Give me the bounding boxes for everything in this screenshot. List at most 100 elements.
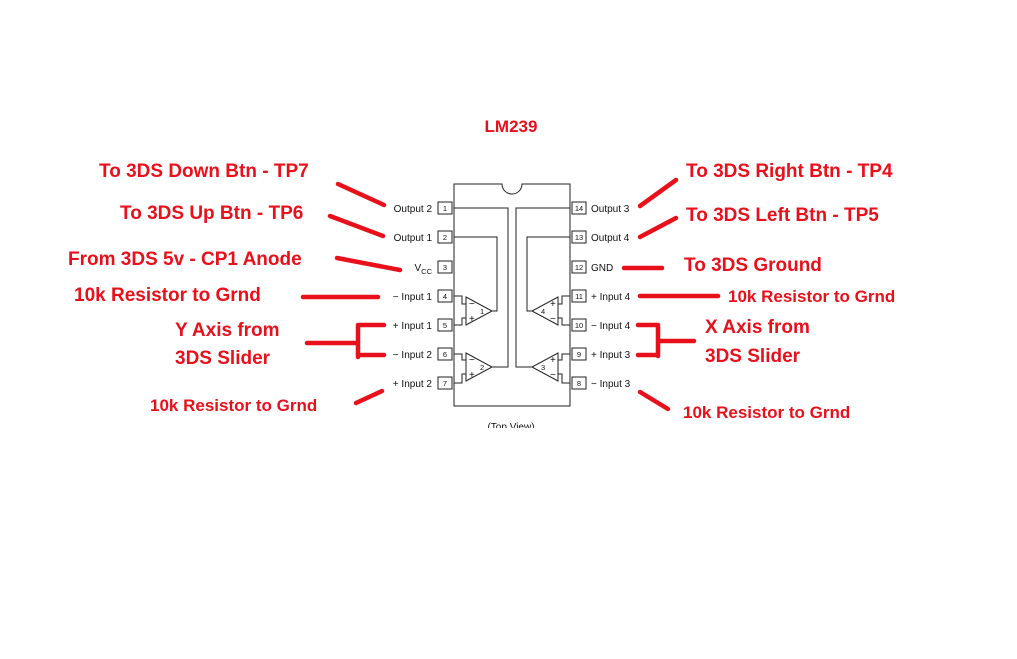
comparator-2-triangle	[465, 352, 494, 382]
annotation-ground: To 3DS Ground	[684, 255, 822, 276]
pin-6-box	[437, 347, 453, 361]
pin-1: 1 Output 2	[394, 201, 453, 215]
wire-in1-pos	[454, 317, 466, 326]
pin-10-number: 10	[575, 321, 583, 330]
wire-in4-pos	[558, 295, 570, 305]
left-pins: 1 Output 2 2 Output 1 3 VCC 4 − Input 1 …	[393, 201, 453, 390]
pin-7-label: + Input 2	[393, 379, 433, 390]
line-tp7	[335, 181, 387, 208]
comparator-4-triangle	[530, 296, 559, 326]
pin-5-box	[437, 318, 453, 332]
pin-5-label: + Input 1	[393, 321, 433, 332]
pin-6-number: 6	[443, 350, 447, 359]
pin-7-number: 7	[443, 379, 447, 388]
wire-in2-pos	[454, 373, 466, 384]
pin-13: 13 Output 4	[571, 230, 630, 244]
comparator-3-plus: +	[550, 355, 556, 366]
pin-3-label: VCC	[414, 263, 432, 276]
annotation-up-btn: To 3DS Up Btn - TP6	[120, 203, 303, 224]
pin-3: 3 VCC	[414, 260, 453, 276]
pin-5-number: 5	[443, 321, 447, 330]
chip-internal-wiring	[454, 207, 570, 384]
annotation-resistor-input4: 10k Resistor to Grnd	[728, 287, 895, 306]
pin-1-number: 1	[443, 204, 447, 213]
wire-out4	[526, 236, 570, 312]
pin-13-number: 13	[575, 233, 583, 242]
line-5v	[334, 255, 403, 273]
pin-14-box	[571, 201, 587, 215]
comparator-3-number: 3	[541, 363, 545, 372]
pin-8-label: − Input 3	[591, 379, 631, 390]
annotation-resistor-input1: 10k Resistor to Grnd	[74, 285, 261, 306]
pin-7: 7 + Input 2	[393, 376, 453, 390]
annotation-5v: From 3DS 5v - CP1 Anode	[68, 249, 302, 270]
wire-in2-neg	[454, 353, 466, 361]
comparator-1-triangle	[465, 296, 494, 326]
pin-10-label: − Input 4	[591, 321, 631, 332]
comparator-1-plus: +	[469, 314, 475, 325]
annotation-left-btn: To 3DS Left Btn - TP5	[686, 205, 879, 226]
comparator-4-number: 4	[541, 307, 545, 316]
pin-8-box	[571, 376, 587, 390]
pin-8-number: 8	[577, 379, 581, 388]
pin-7-box	[437, 376, 453, 390]
comparator-4-minus: −	[550, 314, 556, 325]
pin-1-label: Output 2	[394, 204, 433, 215]
pin-9: 9 + Input 3	[571, 347, 631, 361]
pin-4: 4 − Input 1	[393, 289, 453, 303]
annotation-x-axis-line1: X Axis from	[705, 317, 810, 338]
wire-out1	[454, 236, 498, 312]
pin-3-number: 3	[443, 263, 447, 272]
wire-in1-neg	[454, 295, 466, 305]
pin-11-number: 11	[575, 292, 583, 301]
right-pins: 14 Output 3 13 Output 4 12 GND 11 + Inpu…	[571, 201, 631, 390]
vcc-letter: V	[414, 263, 421, 274]
comparator-4: + − 4	[530, 296, 559, 326]
comparator-2: − + 2	[465, 352, 494, 382]
comparator-1-number: 1	[480, 307, 484, 316]
wire-out2	[454, 207, 509, 368]
annotation-lines	[300, 177, 721, 412]
annotation-resistor-input2: 10k Resistor to Grnd	[150, 396, 317, 415]
line-y-axis-bracket	[304, 322, 387, 360]
pin-10-box	[571, 318, 587, 332]
pin-4-label: − Input 1	[393, 292, 433, 303]
comparator-2-plus: +	[469, 370, 475, 381]
pin-11-box	[571, 289, 587, 303]
comparator-2-number: 2	[480, 363, 484, 372]
wire-in3-neg	[558, 373, 570, 384]
chip-outline	[453, 183, 571, 407]
chip-package	[453, 183, 571, 407]
pin-4-box	[437, 289, 453, 303]
pin-13-label: Output 4	[591, 233, 630, 244]
pin-8: 8 − Input 3	[571, 376, 631, 390]
comparator-1-minus: −	[469, 299, 475, 310]
pin-12-box	[571, 260, 587, 274]
line-tp5	[637, 215, 679, 240]
top-view-caption: (Top View)	[487, 422, 534, 433]
annotation-down-btn: To 3DS Down Btn - TP7	[99, 161, 309, 182]
comparator-3-minus: −	[550, 370, 556, 381]
pin-12-number: 12	[575, 263, 583, 272]
wire-out3	[515, 207, 570, 368]
line-res-right-bottom	[637, 389, 671, 412]
pin-12: 12 GND	[571, 260, 613, 274]
pin-2-number: 2	[443, 233, 447, 242]
wire-in4-neg	[558, 317, 570, 326]
pin-2: 2 Output 1	[394, 230, 453, 244]
vcc-subscript: CC	[421, 267, 432, 276]
line-tp6	[327, 213, 386, 239]
diagram-title: LM239	[485, 117, 538, 136]
comparator-1: − + 1	[465, 296, 494, 326]
annotations-left: To 3DS Down Btn - TP7 To 3DS Up Btn - TP…	[67, 160, 319, 417]
pin-14-number: 14	[575, 204, 583, 213]
annotation-right-btn: To 3DS Right Btn - TP4	[686, 161, 893, 182]
pin-12-label: GND	[591, 263, 613, 274]
pin-1-box	[437, 201, 453, 215]
line-res-left-bottom	[353, 388, 385, 406]
annotation-y-axis-line1: Y Axis from	[175, 320, 280, 341]
pin-6: 6 − Input 2	[393, 347, 453, 361]
comparator-3: + − 3	[530, 352, 559, 382]
line-x-axis-bracket	[635, 322, 697, 359]
pin-14: 14 Output 3	[571, 201, 630, 215]
